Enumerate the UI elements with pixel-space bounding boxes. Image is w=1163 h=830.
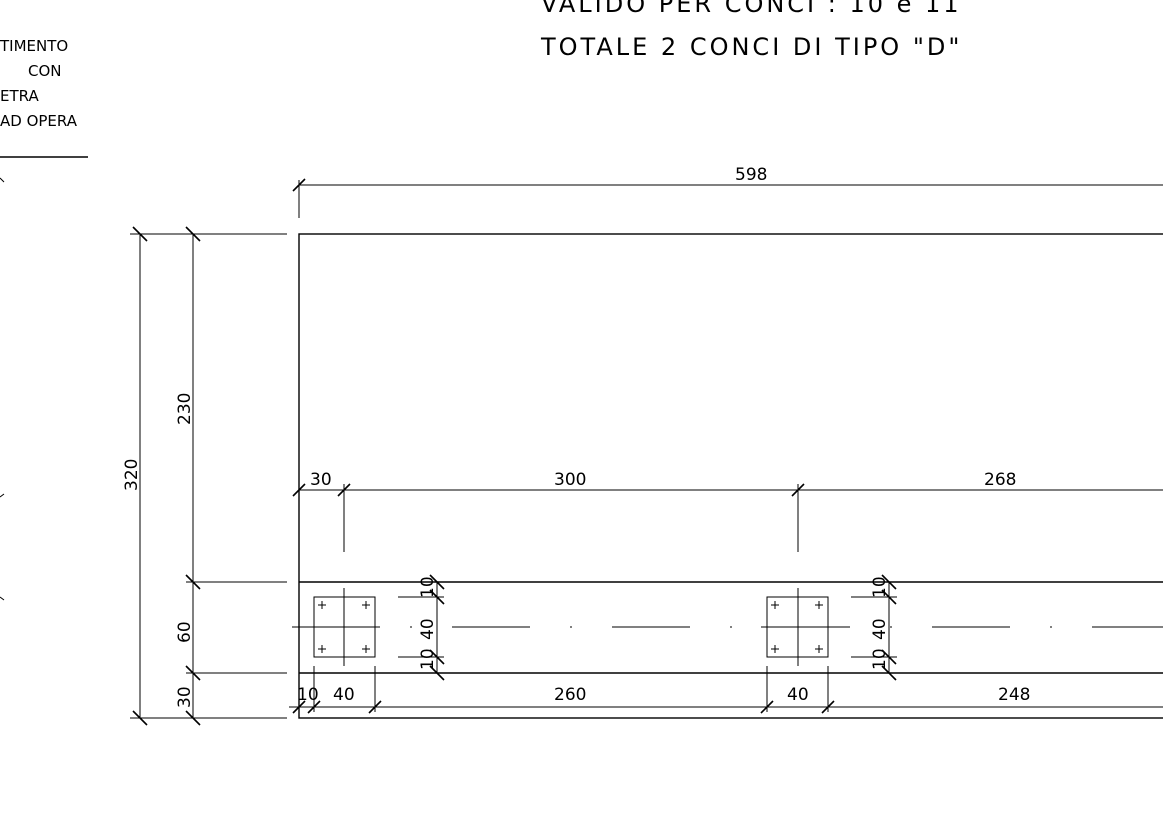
dim-tick <box>132 226 148 242</box>
edge-mark-2 <box>0 493 5 498</box>
dim-label: 598 <box>735 165 767 185</box>
anchor-plate-2 <box>761 588 834 666</box>
dim-upper-height: 230 <box>175 226 287 674</box>
side-note-1: TIMENTO <box>0 37 68 55</box>
dim-plate-1-vertical: 10 40 10 <box>398 574 445 681</box>
dim-tick <box>132 710 148 726</box>
dim-label: 10 <box>870 576 890 598</box>
title-line-1: VALIDO PER CONCI : 10 e 11 <box>541 0 962 18</box>
dim-tick <box>760 700 774 714</box>
segment-body <box>298 233 1163 719</box>
dim-label: 40 <box>418 618 438 640</box>
dim-label: 40 <box>870 618 890 640</box>
edge-mark-3 <box>0 596 5 601</box>
dim-tick <box>368 700 382 714</box>
dim-label: 10 <box>418 648 438 670</box>
dim-label: 30 <box>310 470 332 490</box>
title-line-2: TOTALE 2 CONCI DI TIPO "D" <box>540 33 962 61</box>
dim-tick <box>791 483 805 497</box>
dim-tick <box>429 589 445 605</box>
dim-label: 40 <box>787 685 809 705</box>
dim-plate-2-vertical: 10 40 10 <box>851 574 897 681</box>
dim-tick <box>881 649 897 665</box>
dim-tick <box>337 483 351 497</box>
dim-label: 320 <box>122 459 142 491</box>
dim-tick <box>881 665 897 681</box>
dim-tick <box>881 574 897 590</box>
dim-tick <box>307 700 321 714</box>
dim-label: 230 <box>175 393 195 425</box>
dim-label: 248 <box>998 685 1030 705</box>
dim-label: 60 <box>175 621 195 643</box>
dim-tick <box>292 483 306 497</box>
dim-tick <box>185 665 201 681</box>
dim-label: 10 <box>870 648 890 670</box>
dim-lower-chain: 10 40 260 40 248 <box>289 666 1163 714</box>
dim-label: 300 <box>554 470 586 490</box>
dim-tick <box>185 226 201 242</box>
dim-total-height: 320 <box>122 226 287 726</box>
dim-tick <box>429 574 445 590</box>
side-note-4: AD OPERA <box>0 112 78 130</box>
title-block: VALIDO PER CONCI : 10 e 11 TOTALE 2 CONC… <box>540 0 962 61</box>
edge-mark-1 <box>0 177 5 183</box>
dim-tick <box>292 178 306 192</box>
dim-label: 10 <box>418 576 438 598</box>
dim-tick <box>429 665 445 681</box>
dim-label: 260 <box>554 685 586 705</box>
side-note-2: CON <box>28 62 62 80</box>
side-note-3: ETRA <box>0 87 39 105</box>
dim-label: 40 <box>333 685 355 705</box>
dim-tick <box>292 700 306 714</box>
dim-label: 10 <box>297 685 319 705</box>
anchor-plate-1 <box>308 588 380 666</box>
segment-outline <box>292 233 1163 719</box>
dim-label: 268 <box>984 470 1016 490</box>
dim-tick <box>881 589 897 605</box>
dim-tick <box>185 710 201 726</box>
bolt-marks <box>771 601 823 653</box>
dim-tick <box>821 700 835 714</box>
dim-upper-chain: 30 300 268 <box>292 470 1163 552</box>
side-notes: TIMENTO CON ETRA AD OPERA <box>0 37 88 601</box>
dim-overall-length: 598 <box>292 165 1163 218</box>
dim-pocket-height: 60 30 <box>175 582 201 726</box>
dim-label: 30 <box>175 686 195 708</box>
bolt-marks <box>318 601 370 653</box>
dim-tick <box>429 649 445 665</box>
